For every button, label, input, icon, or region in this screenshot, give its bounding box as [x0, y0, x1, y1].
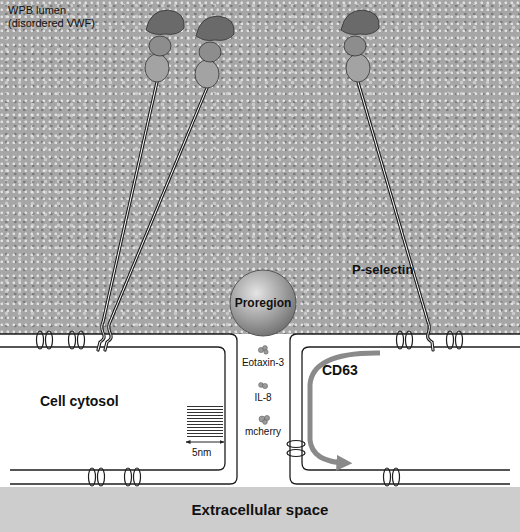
- node-label: Extracellular space: [192, 501, 329, 519]
- tetraspanin-loop: [287, 450, 305, 457]
- trafficking-arrow: [310, 353, 380, 463]
- molecule-icon: [262, 383, 267, 388]
- region-label: Cell cytosol: [40, 393, 119, 409]
- region-title: WPB lumen (disordered VWF): [8, 4, 104, 30]
- sphere-shape: [230, 270, 296, 336]
- proregion-sphere: Proregion: [229, 269, 297, 337]
- tetraspanin-loop: [393, 468, 400, 486]
- molecule-icon: [263, 346, 268, 351]
- tetraspanin-group: [37, 331, 463, 486]
- tetraspanin-loop: [98, 468, 105, 486]
- cargo-label: Eotaxin-3: [242, 357, 284, 368]
- dimension-line: [186, 442, 224, 443]
- molecule-icon: [263, 420, 268, 425]
- protein-label: CD63: [322, 362, 358, 378]
- protein-label: P-selectin: [352, 262, 413, 277]
- tetraspanin-loop: [125, 468, 132, 486]
- membrane-leaflet: [0, 347, 225, 470]
- hatched-gap: [187, 405, 223, 437]
- tetraspanin-loop: [287, 441, 305, 448]
- extracellular-band: Extracellular space: [0, 487, 520, 532]
- molecule-icon: [264, 415, 269, 420]
- molecule-icon: [259, 416, 265, 422]
- molecule-icon: [259, 383, 264, 388]
- molecule-icon: [258, 347, 263, 352]
- cargo-label: mcherry: [245, 426, 281, 437]
- tetraspanin-loop: [89, 468, 96, 486]
- membrane-leaflet: [302, 347, 520, 470]
- membrane-leaflet: [0, 334, 237, 484]
- tetraspanin-loop: [384, 468, 391, 486]
- cargo-label: IL-8: [254, 392, 271, 403]
- molecule-icon: [264, 350, 268, 354]
- membrane-bilayer: [0, 334, 520, 484]
- node-label: Proregion: [235, 296, 292, 310]
- dimension-label: 5nm: [192, 447, 211, 458]
- membrane-leaflet: [290, 334, 520, 484]
- tetraspanin-loop: [134, 468, 141, 486]
